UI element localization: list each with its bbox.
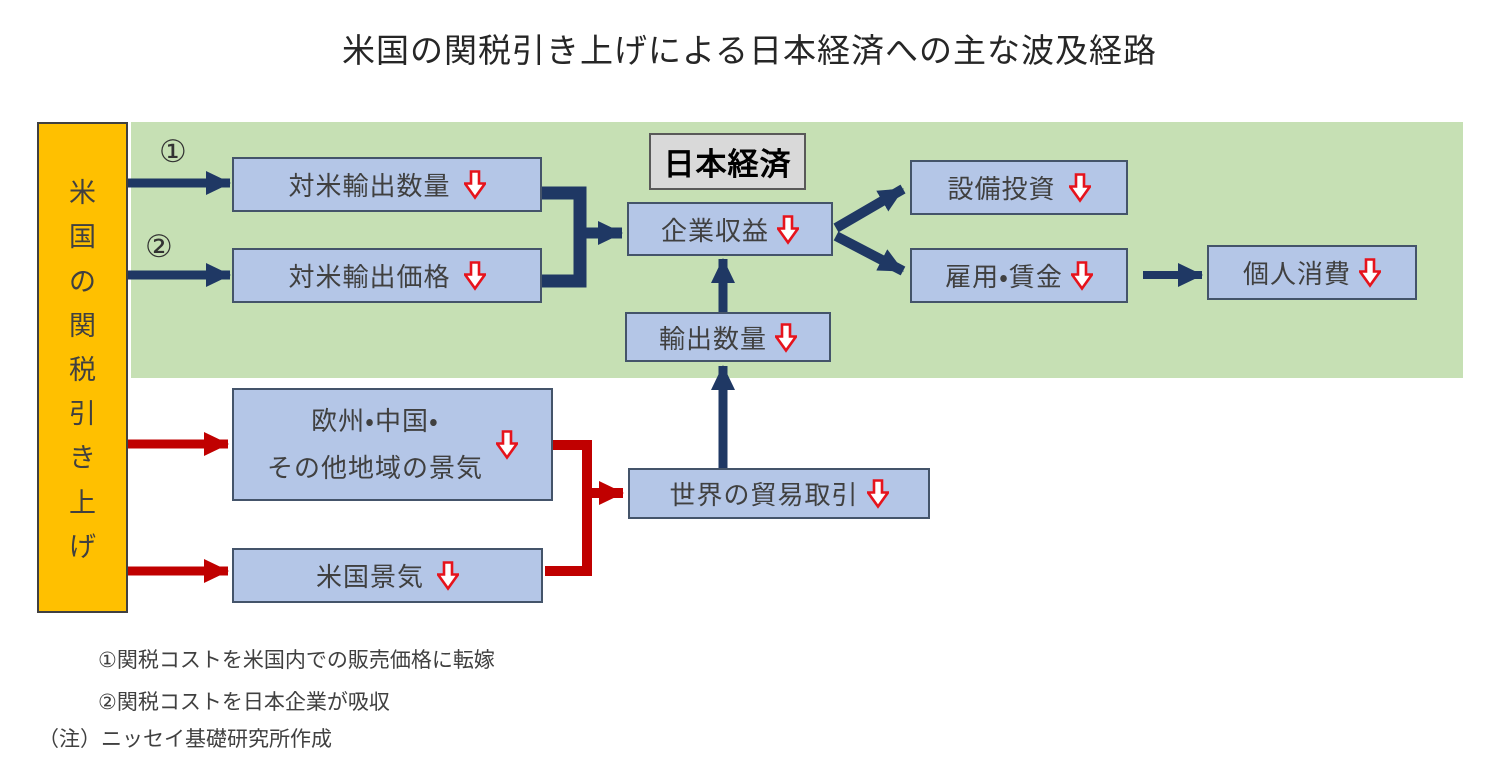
decrease-arrow-icon bbox=[1068, 173, 1091, 203]
decrease-arrow-icon bbox=[1070, 261, 1093, 291]
decrease-arrow-icon bbox=[775, 322, 797, 353]
footnote-source: （注）ニッセイ基礎研究所作成 bbox=[38, 728, 332, 751]
arrow-profits-to-capex bbox=[833, 184, 906, 233]
node-overseas-economies: 欧州・中国・ その他地域の景気 bbox=[232, 388, 553, 501]
node-label: 対米輸出価格 bbox=[288, 262, 451, 292]
decrease-arrow-icon bbox=[437, 561, 459, 591]
node-label: 雇用・賃金 bbox=[945, 262, 1063, 292]
node-corporate-profits: 企業収益 bbox=[627, 202, 833, 256]
node-personal-consumption: 個人消費 bbox=[1207, 245, 1417, 300]
decrease-arrow-icon bbox=[463, 170, 486, 200]
diagram-title: 米国の関税引き上げによる日本経済への主な波及経路 bbox=[341, 32, 1157, 69]
us-tariff-hike-label: 米国の関税引き上げ bbox=[69, 178, 96, 562]
node-export-price-to-us: 対米輸出価格 bbox=[232, 248, 542, 303]
decrease-arrow-icon bbox=[1359, 258, 1381, 288]
node-label: 世界の貿易取引 bbox=[669, 480, 859, 510]
node-world-trade: 世界の貿易取引 bbox=[628, 468, 930, 519]
arrow-profits-to-employment bbox=[833, 231, 906, 276]
node-label: 輸出数量 bbox=[658, 323, 767, 354]
node-label: 米国景気 bbox=[315, 562, 424, 592]
node-us-economy: 米国景気 bbox=[232, 548, 543, 603]
connector-exports-merge bbox=[542, 186, 587, 288]
decrease-arrow-icon bbox=[777, 214, 799, 245]
node-us-tariff-hike: 米国の関税引き上げ bbox=[37, 122, 128, 613]
decrease-arrow-icon bbox=[496, 430, 518, 460]
node-label: 対米輸出数量 bbox=[288, 171, 451, 201]
footnote-path-2: ②関税コストを日本企業が吸収 bbox=[98, 691, 390, 714]
node-label-line1: 欧州・中国・ bbox=[311, 405, 439, 436]
footnote-path-1: ①関税コストを米国内での販売価格に転嫁 bbox=[98, 649, 495, 672]
decrease-arrow-icon bbox=[866, 479, 889, 509]
node-label: 設備投資 bbox=[947, 174, 1056, 204]
connector-economies-merge bbox=[545, 440, 592, 576]
decrease-arrow-icon bbox=[463, 261, 486, 291]
node-label-line2: その他地域の景気 bbox=[266, 452, 483, 483]
path-number-2: ② bbox=[145, 229, 173, 264]
node-employment-wages: 雇用・賃金 bbox=[910, 248, 1128, 303]
node-label: 欧州・中国・ その他地域の景気 bbox=[267, 398, 483, 492]
node-label: 個人消費 bbox=[1242, 259, 1351, 289]
node-capital-investment: 設備投資 bbox=[910, 160, 1128, 215]
japan-economy-label: 日本経済 bbox=[649, 133, 806, 190]
node-export-volume-to-us: 対米輸出数量 bbox=[232, 157, 542, 212]
path-number-1: ① bbox=[159, 134, 187, 169]
node-export-volume: 輸出数量 bbox=[625, 312, 831, 362]
node-label: 企業収益 bbox=[660, 215, 769, 246]
